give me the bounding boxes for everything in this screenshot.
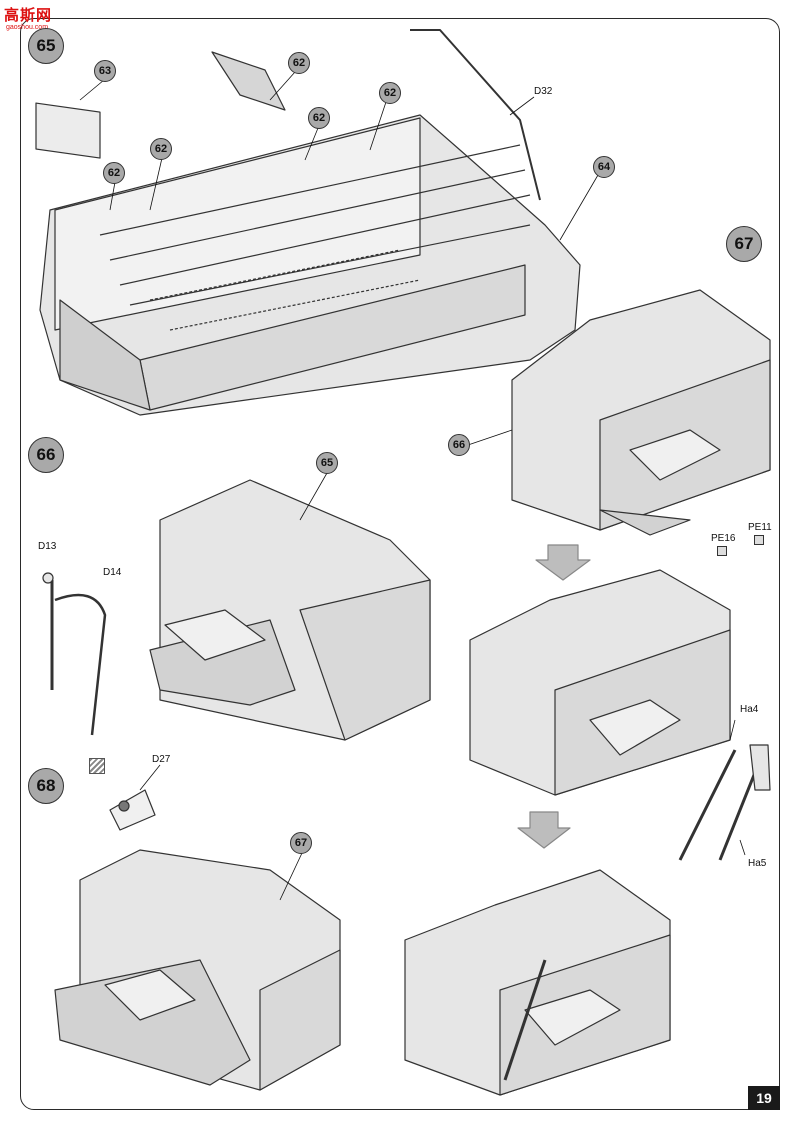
label-d14: D14: [103, 567, 122, 578]
label-ha4: Ha4: [740, 704, 759, 715]
step-65-trailer-body: [35, 29, 581, 416]
callout-part-62: 62: [308, 107, 330, 129]
label-d32: D32: [534, 86, 553, 97]
paint-swatch-icon: [89, 758, 105, 774]
watermark-url: gaoshou.com: [6, 24, 49, 31]
label-pe11: PE11: [748, 522, 772, 533]
instruction-page-frame: [20, 18, 780, 1110]
label-ha5: Ha5: [748, 858, 767, 869]
photo-etch-icon: [717, 546, 727, 556]
callout-subassembly-66: 66: [448, 434, 470, 456]
step-67-number: 67: [726, 226, 762, 262]
callout-part-62: 62: [379, 82, 401, 104]
photo-etch-icon: [754, 535, 764, 545]
step-arrow-1: [535, 544, 591, 581]
step-66-assembly: [42, 479, 431, 741]
step-68-number: 68: [28, 768, 64, 804]
label-d13: D13: [38, 541, 57, 552]
step-67-top-assembly: [511, 289, 771, 536]
callout-part-62: 62: [150, 138, 172, 160]
step-arrow-2: [517, 811, 571, 849]
callout-part-62: 62: [288, 52, 310, 74]
step-68-assembly: [54, 789, 341, 1091]
step-67-bottom-assembly: [404, 869, 671, 1096]
callout-part-63: 63: [94, 60, 116, 82]
label-pe16: PE16: [711, 533, 736, 544]
callout-subassembly-65: 65: [316, 452, 338, 474]
step-66-number: 66: [28, 437, 64, 473]
watermark-logo: 高斯网: [4, 7, 53, 24]
step-67-middle-assembly: [469, 569, 771, 861]
callout-subassembly-67: 67: [290, 832, 312, 854]
callout-part-62: 62: [103, 162, 125, 184]
label-d27: D27: [152, 754, 171, 765]
page-number: 19: [748, 1086, 780, 1110]
callout-part-64: 64: [593, 156, 615, 178]
step-65-number: 65: [28, 28, 64, 64]
